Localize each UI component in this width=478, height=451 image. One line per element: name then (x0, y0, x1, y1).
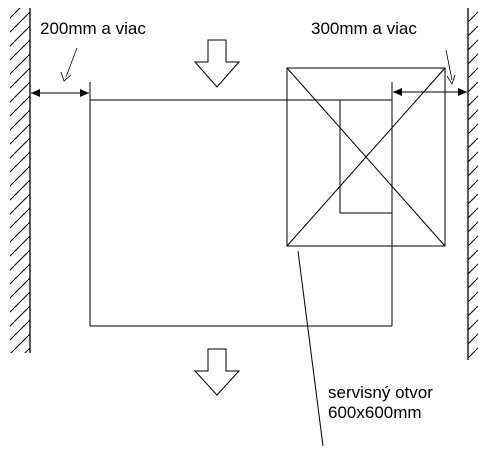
service-opening (286, 67, 446, 247)
right-clearance-dimension (391, 49, 467, 100)
service-opening-label: servisný otvor (328, 383, 433, 402)
airflow-arrow-top (193, 39, 241, 88)
left-clearance-label: 200mm a viac (40, 19, 146, 38)
airflow-arrow-bottom (193, 348, 241, 396)
service-opening-size-label: 600x600mm (328, 403, 422, 422)
service-opening-leader (297, 250, 324, 447)
left-wall (10, 8, 31, 353)
left-clearance-dimension (31, 47, 91, 100)
right-clearance-label: 300mm a viac (311, 19, 417, 38)
right-wall (467, 8, 478, 360)
